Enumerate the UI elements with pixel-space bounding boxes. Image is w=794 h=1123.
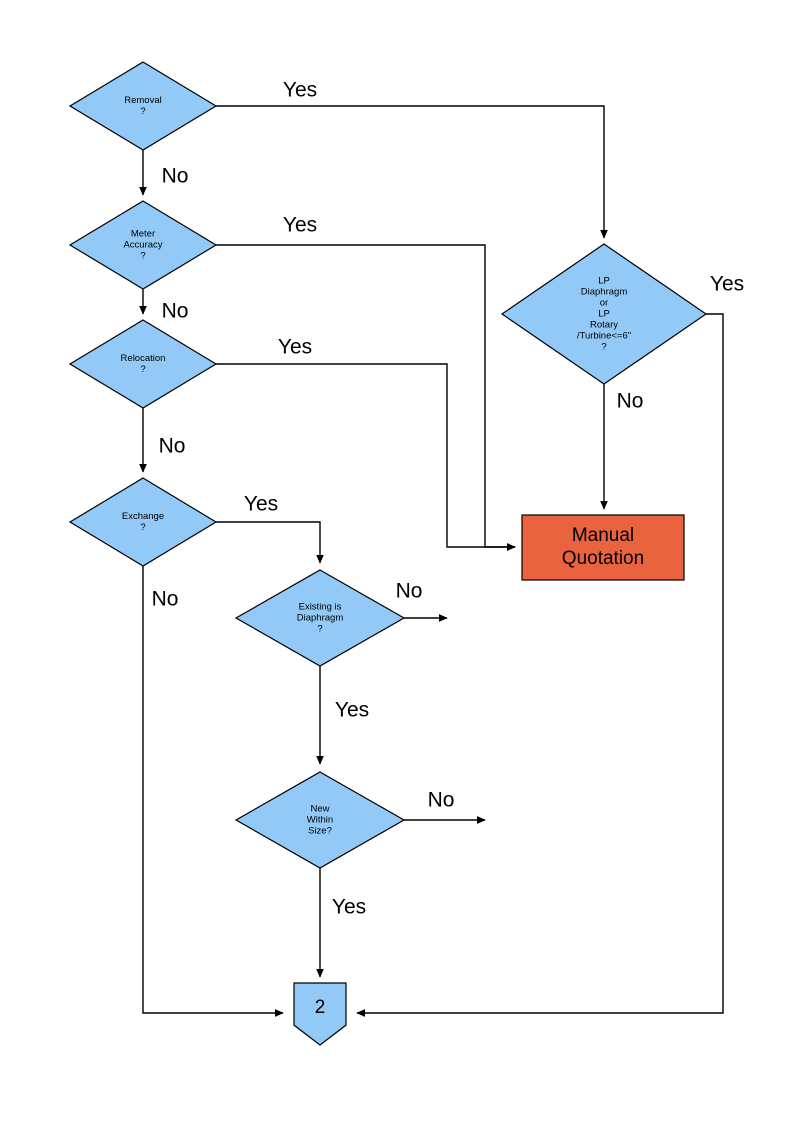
edge-label-lp-no: No — [617, 390, 644, 413]
edge-exchange-no — [142, 566, 284, 1017]
node-label-line: Rotary — [590, 320, 618, 331]
node-label-line: or — [600, 298, 608, 309]
edge-label-removal-yes: Yes — [283, 79, 317, 102]
node-label-line: ? — [140, 364, 145, 375]
node-label-line: Accuracy — [123, 240, 162, 251]
edge-relocation-yes — [216, 363, 516, 551]
node-label-line: Quotation — [562, 548, 644, 569]
nodes-layer: Removal?MeterAccuracy?Relocation?Exchang… — [68, 61, 708, 1046]
node-label-line: Relocation — [121, 353, 166, 364]
decision-shape[interactable] — [68, 477, 218, 567]
edge-label-new-within-size-no: No — [428, 789, 455, 812]
process-shape[interactable] — [521, 514, 685, 581]
decision-shape[interactable] — [234, 569, 406, 667]
decision-shape[interactable] — [234, 771, 406, 869]
decision-shape[interactable] — [68, 61, 218, 151]
node-label-line: Size? — [308, 826, 332, 837]
edge-label-lp-yes: Yes — [710, 273, 744, 296]
node-label-line: Removal — [124, 95, 162, 106]
node-label-line: ? — [140, 106, 145, 117]
edge-label-existing-diaphragm-no: No — [396, 580, 423, 603]
decision-shape[interactable] — [500, 243, 708, 385]
node-label-line: LP — [598, 276, 610, 287]
edge-label-meter-accuracy-no: No — [162, 300, 189, 323]
node-label-line: New — [310, 804, 329, 815]
node-label-line: ? — [140, 522, 145, 533]
edge-label-meter-accuracy-yes: Yes — [283, 214, 317, 237]
decision-shape[interactable] — [68, 319, 218, 409]
node-label-line: Diaphragm — [581, 287, 628, 298]
connector-shape[interactable] — [293, 982, 347, 1046]
node-label-line: Existing is — [299, 602, 342, 613]
edge-label-existing-diaphragm-yes: Yes — [335, 699, 369, 722]
edge-label-removal-no: No — [162, 165, 189, 188]
decision-shape[interactable] — [68, 200, 218, 290]
node-label-line: ? — [140, 251, 145, 262]
node-connector-2[interactable]: 2 — [293, 982, 347, 1046]
edge-label-exchange-yes: Yes — [244, 493, 278, 516]
edge-exchange-yes — [216, 521, 324, 564]
node-removal[interactable]: Removal? — [68, 61, 218, 151]
edge-label-exchange-no: No — [152, 588, 179, 611]
node-exchange[interactable]: Exchange? — [68, 477, 218, 567]
node-relocation[interactable]: Relocation? — [68, 319, 218, 409]
node-label-line: ? — [317, 624, 322, 635]
edge-label-relocation-no: No — [159, 435, 186, 458]
node-label-line: Manual — [572, 525, 634, 546]
node-label-line: ? — [601, 342, 606, 353]
node-label-line: Exchange — [122, 511, 164, 522]
edge-label-relocation-yes: Yes — [278, 336, 312, 359]
node-label-line: Diaphragm — [297, 613, 344, 624]
node-label-line: Within — [307, 815, 333, 826]
node-label-line: /Turbine<=6" — [577, 331, 631, 342]
node-label-line: LP — [598, 309, 610, 320]
edge-label-new-within-size-yes: Yes — [332, 896, 366, 919]
edge-lp-yes — [356, 313, 724, 1017]
edge-removal-yes — [216, 105, 608, 239]
node-label-line: 2 — [315, 997, 326, 1018]
node-label-line: Meter — [131, 229, 155, 240]
edges-layer — [139, 105, 724, 1017]
